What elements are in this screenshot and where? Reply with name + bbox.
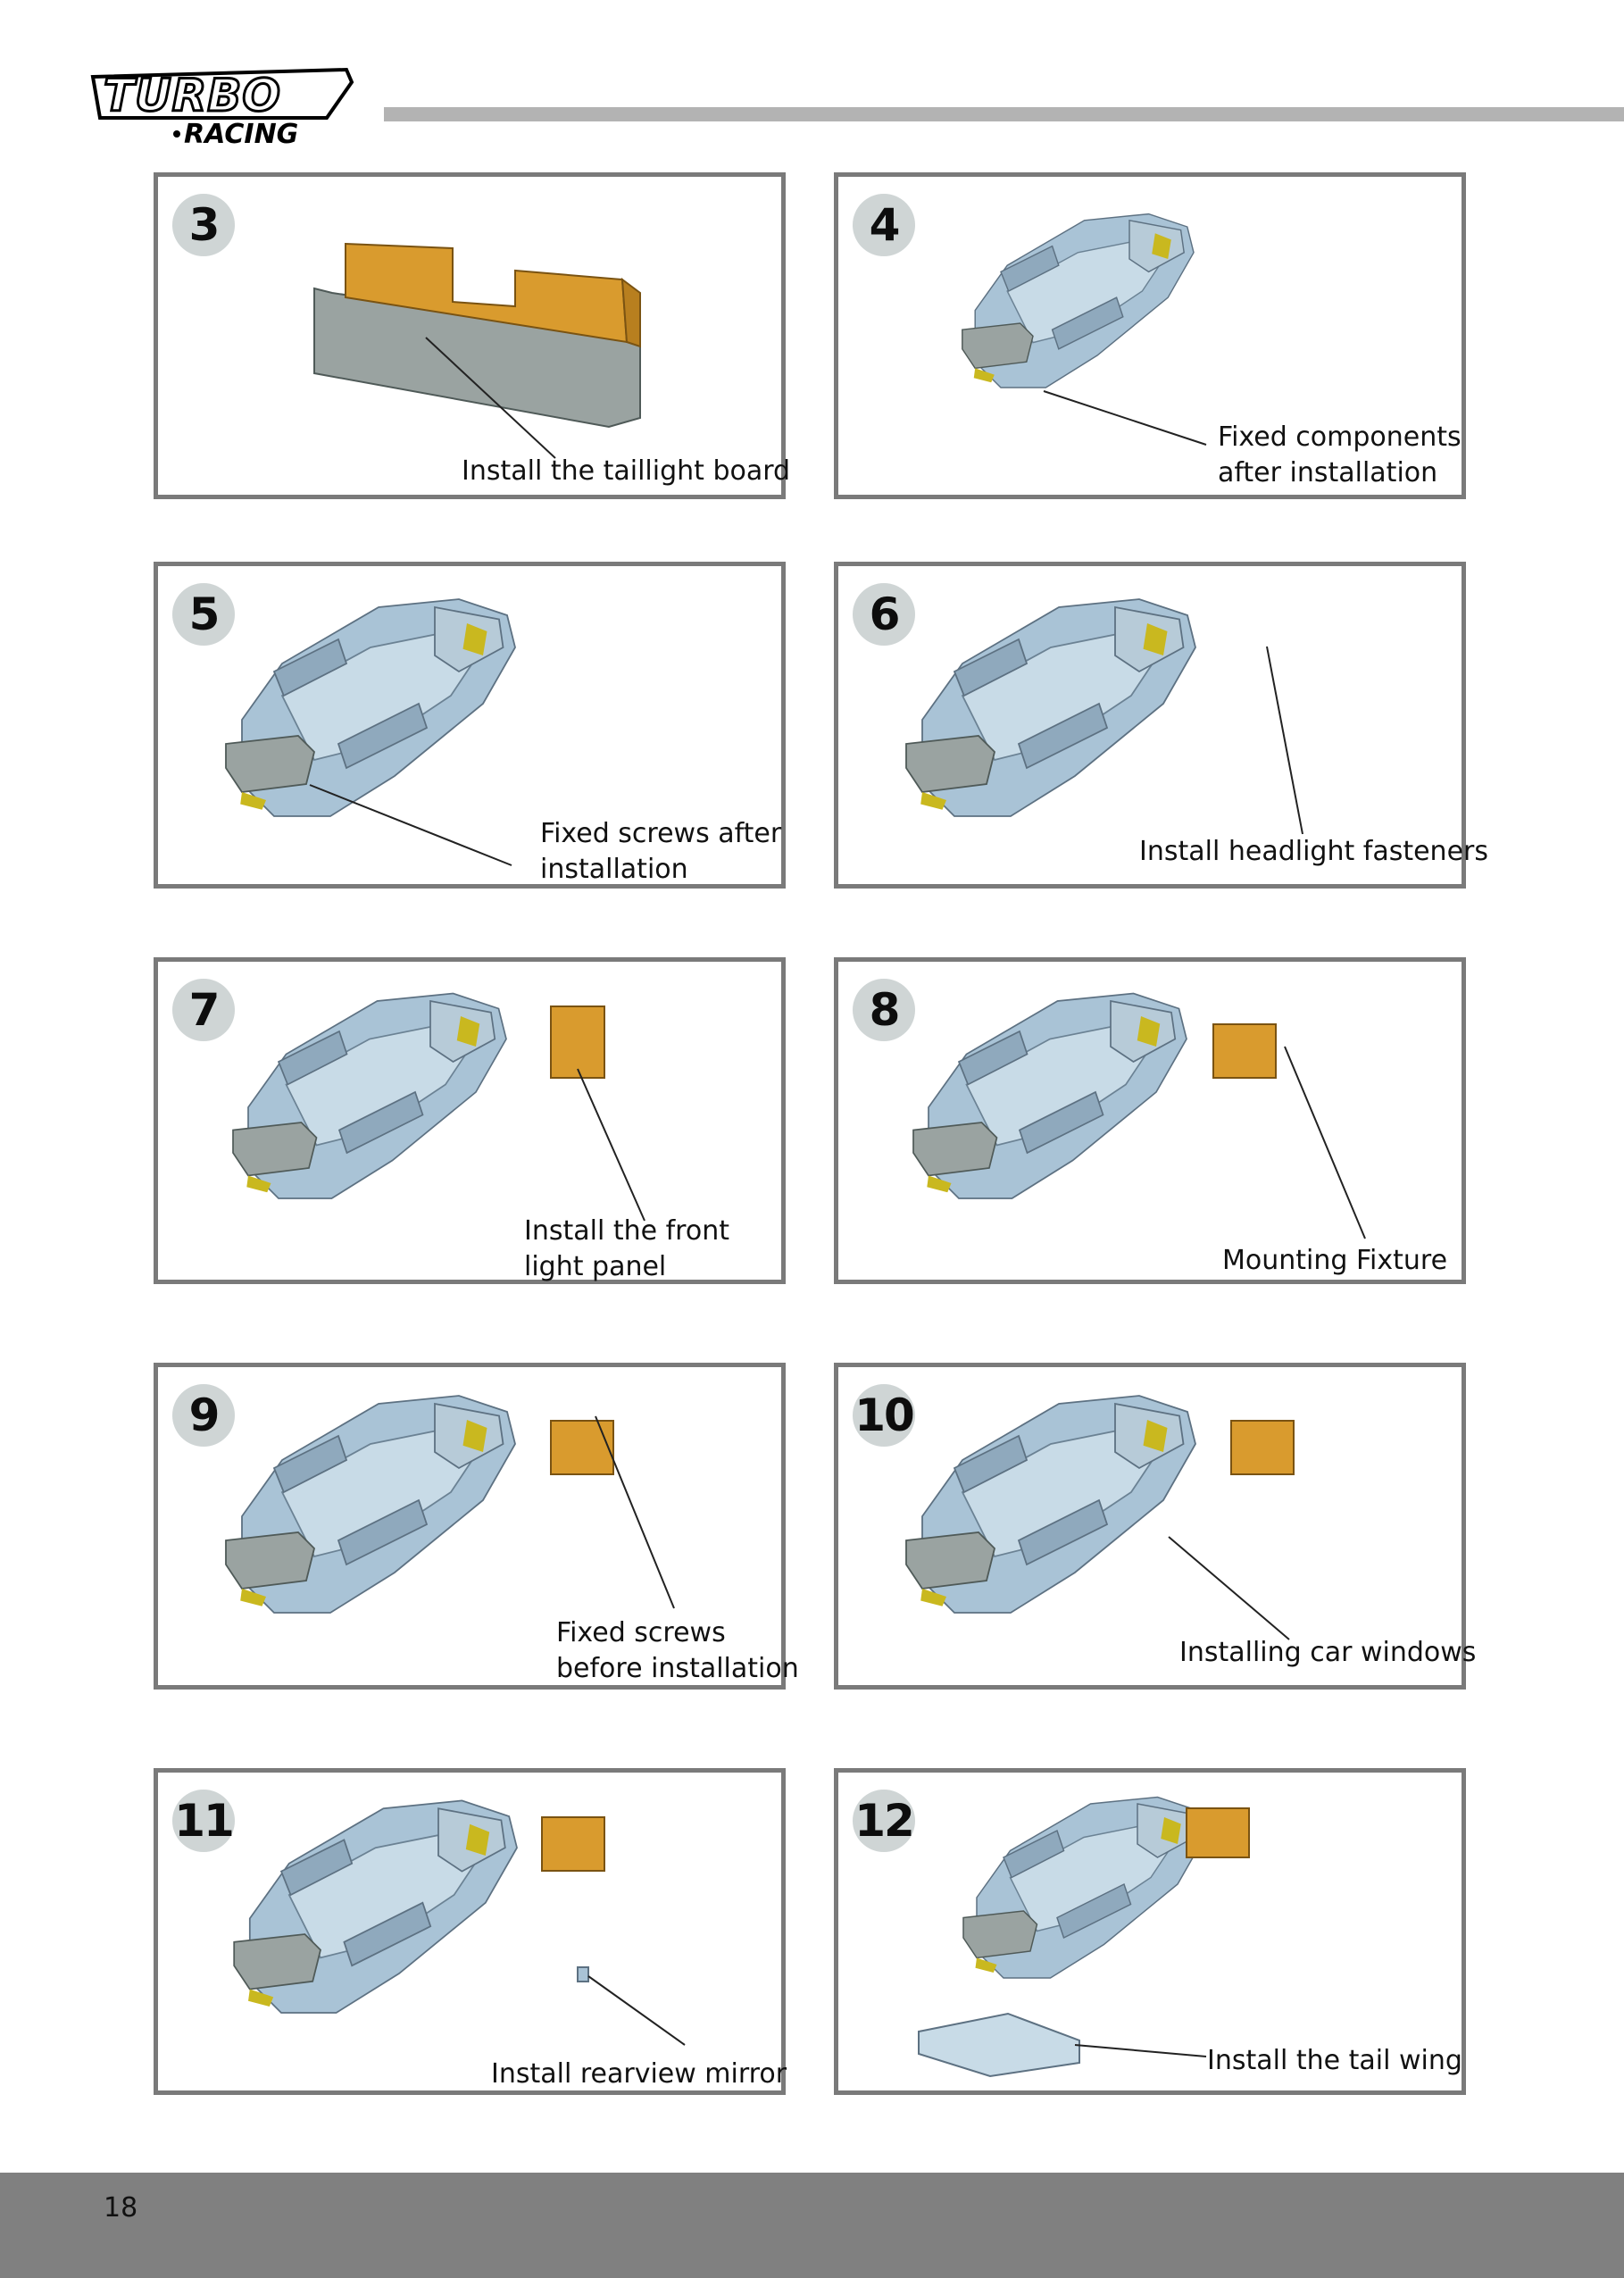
step-caption: Fixed components after installation [1218,420,1462,491]
step-caption: Fixed screws before installation [556,1615,799,1687]
step-number: 4 [853,194,915,256]
step-4-panel: 4 Fixed components after installation [834,172,1466,499]
car-body-illustration [838,962,1462,1280]
step-caption: Fixed screws after installation [540,816,781,888]
step-11-panel: 11 Install rearview mirror [154,1768,786,2095]
step-number: 8 [853,979,915,1041]
car-body-illustration [158,1773,781,2090]
page-number: 18 [104,2192,137,2224]
step-10-panel: 10 Installing car windows [834,1363,1466,1690]
step-5-panel: 5 Fixed screws after installation [154,562,786,889]
step-caption: Mounting Fixture [1222,1243,1447,1279]
step-caption: Install rearview mirror [491,2057,787,2092]
step-number: 10 [853,1384,915,1447]
taillight-board-illustration [158,177,781,495]
step-6-panel: 6 Install headlight fasteners [834,562,1466,889]
logo-sub-text: RACING [184,119,298,146]
step-caption: Install the front light panel [524,1214,729,1285]
header-rule [384,107,1624,121]
turbo-racing-logo: TURBO RACING [87,64,355,146]
step-number: 3 [172,194,235,256]
step-caption: Installing car windows [1179,1635,1476,1671]
logo-main-text: TURBO [104,70,281,121]
step-number: 5 [172,583,235,646]
step-7-panel: 7 Install the front light panel [154,957,786,1284]
step-caption: Install headlight fasteners [1139,834,1488,870]
step-caption: Install the taillight board [462,454,790,489]
step-number: 7 [172,979,235,1041]
step-number: 9 [172,1384,235,1447]
footer-bar [0,2173,1624,2278]
step-9-panel: 9 Fixed screws before installation [154,1363,786,1690]
step-12-panel: 12 Install the tail wing [834,1768,1466,2095]
step-number: 11 [172,1790,235,1852]
step-caption: Install the tail wing [1207,2043,1462,2079]
step-number: 12 [853,1790,915,1852]
step-number: 6 [853,583,915,646]
step-8-panel: 8 Mounting Fixture [834,957,1466,1284]
step-3-panel: 3 Install the taillight board [154,172,786,499]
